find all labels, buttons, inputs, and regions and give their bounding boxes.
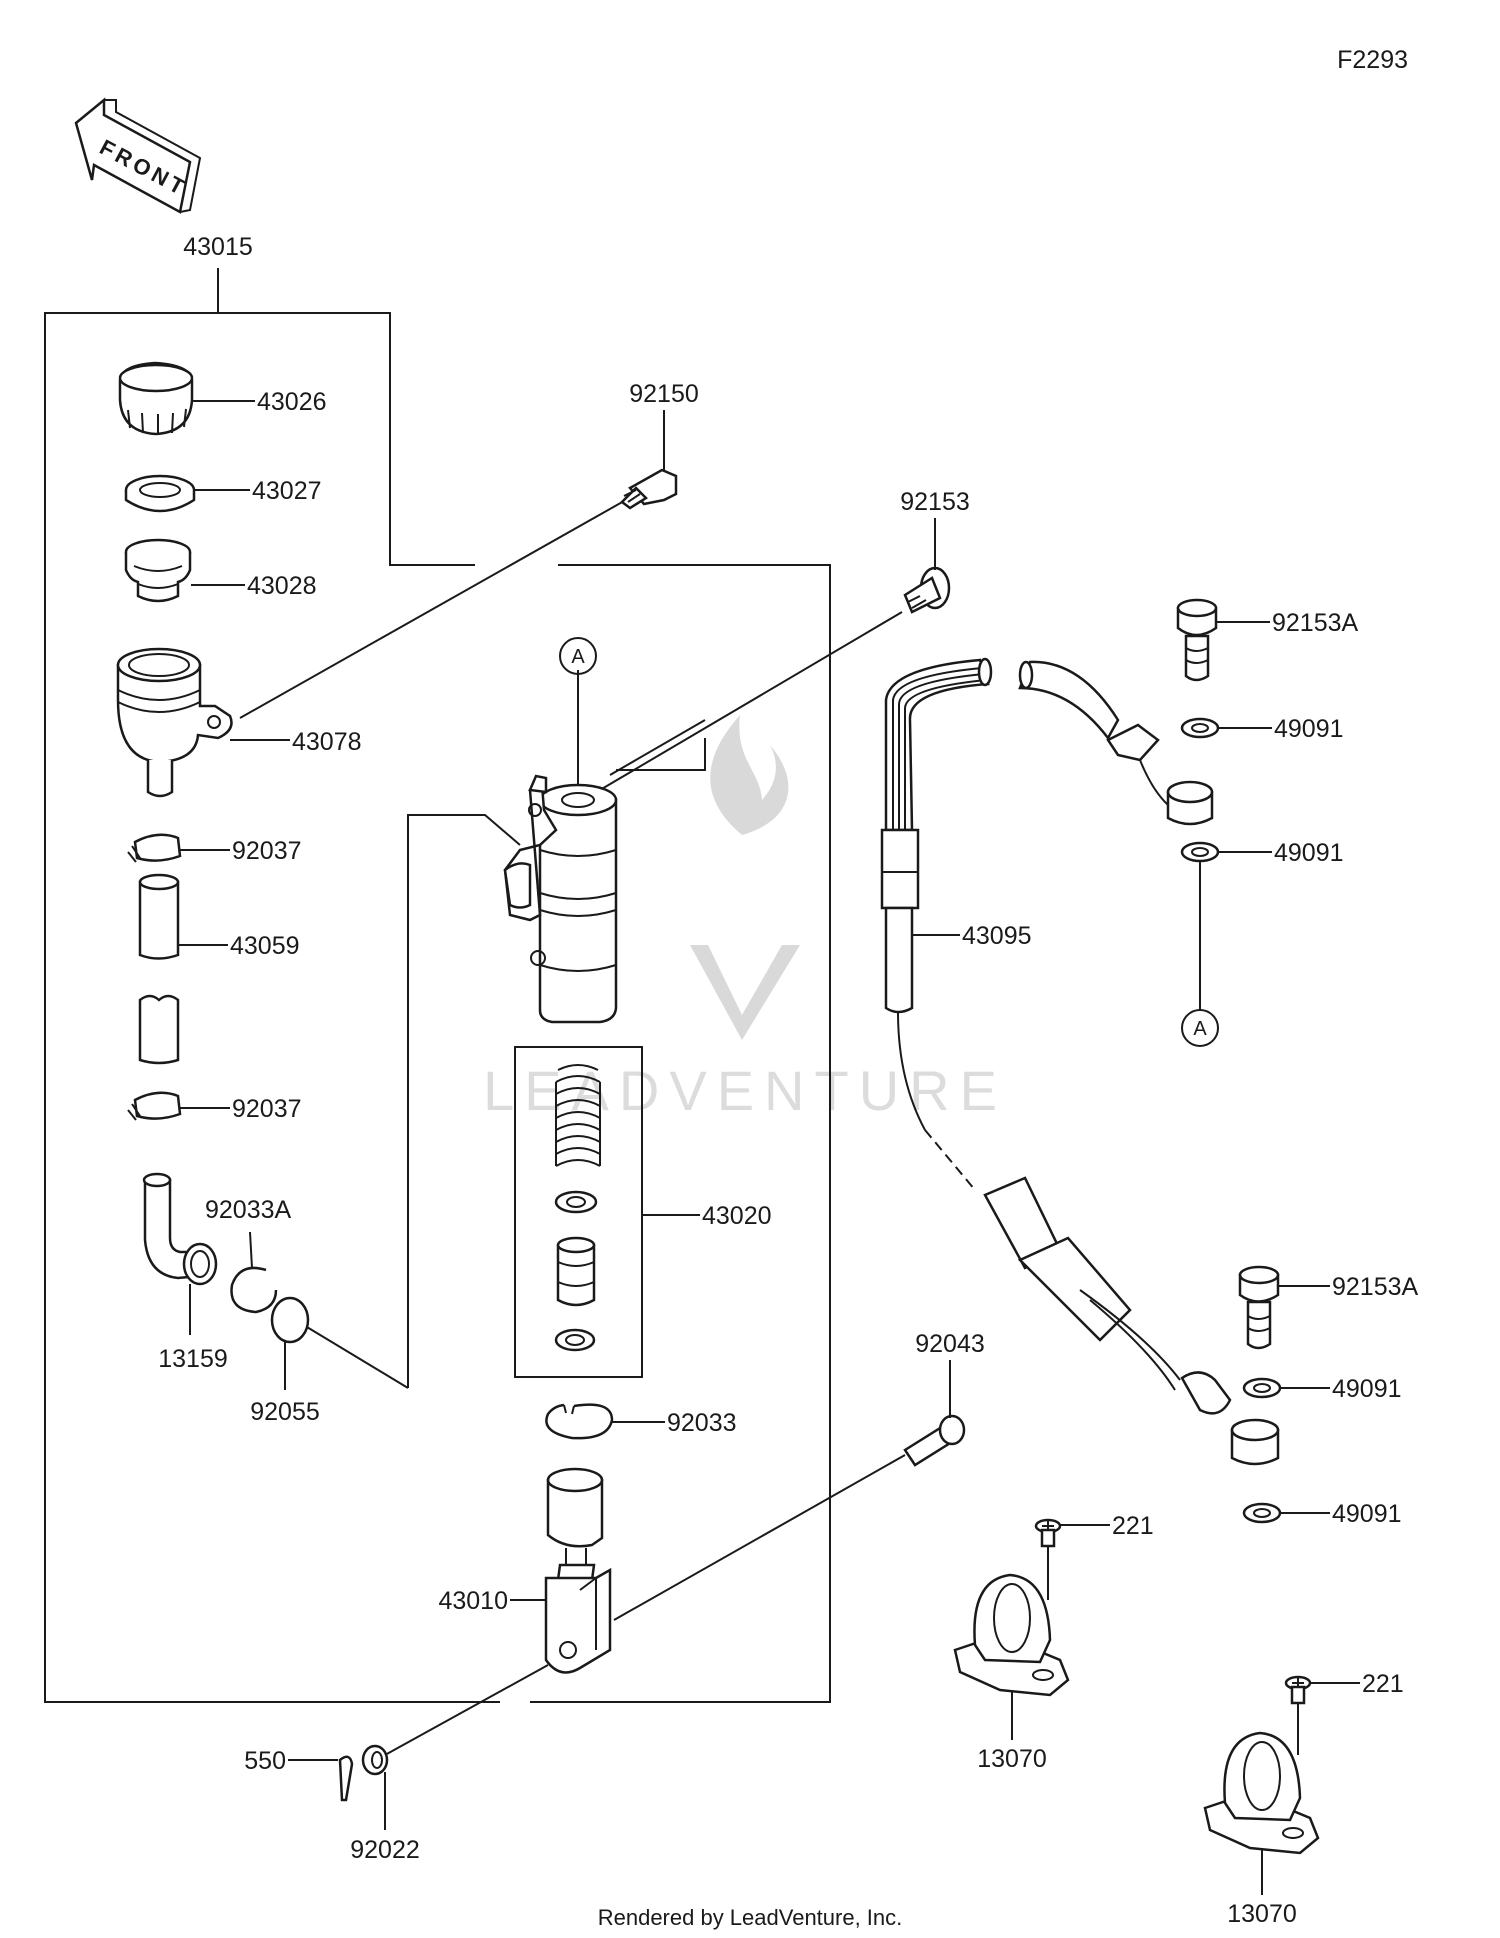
label-92153A-top: 92153A — [1272, 609, 1359, 637]
label-43026: 43026 — [257, 388, 327, 416]
label-43095: 43095 — [962, 922, 1032, 950]
label-49091-2: 49091 — [1274, 839, 1344, 867]
reference-marker-a-top-label: A — [571, 646, 585, 668]
circlip — [545, 1403, 665, 1440]
piston-spring — [555, 1064, 601, 1167]
circlip-small — [230, 1231, 278, 1314]
label-49091-3: 49091 — [1332, 1375, 1402, 1403]
reference-marker-a-right-label: A — [1193, 1018, 1207, 1040]
label-92022: 92022 — [350, 1836, 420, 1864]
label-92037-bottom: 92037 — [232, 1095, 302, 1123]
reference-marker-a-right: A — [1181, 1009, 1219, 1047]
label-92033: 92033 — [667, 1409, 737, 1437]
label-49091-1: 49091 — [1274, 715, 1344, 743]
washer-49091-bottom-1 — [1242, 1377, 1330, 1399]
label-13070-1: 13070 — [977, 1745, 1047, 1773]
reservoir-tank — [116, 491, 641, 798]
o-ring — [270, 1296, 310, 1390]
reservoir-cap — [118, 361, 255, 436]
piston-kit — [514, 1046, 700, 1378]
label-92150: 92150 — [629, 380, 699, 408]
master-cylinder-body — [503, 670, 706, 1024]
label-43010: 43010 — [438, 1587, 508, 1615]
assembly-frame — [44, 268, 831, 1703]
watermark-text: LEADVENTURE — [483, 1059, 1007, 1122]
label-13070-2: 13070 — [1227, 1900, 1297, 1928]
label-92037-top: 92037 — [232, 837, 302, 865]
banjo-bolt-bottom — [1238, 1265, 1330, 1350]
brake-hose — [880, 657, 1280, 1466]
hose-guide-1 — [953, 1518, 1110, 1740]
clevis-pin — [613, 1360, 966, 1621]
front-arrow-icon — [74, 97, 192, 214]
label-92043: 92043 — [915, 1330, 985, 1358]
reservoir-hose — [138, 873, 228, 1065]
watermark: LEADVENTURE — [483, 715, 1007, 1122]
diaphragm-plate — [124, 474, 250, 513]
label-221-2: 221 — [1362, 1670, 1404, 1698]
label-92153A-bottom: 92153A — [1332, 1273, 1419, 1301]
washer-49091-bottom-2 — [1242, 1502, 1330, 1524]
label-43059: 43059 — [230, 932, 300, 960]
front-arrow: FRONT — [74, 97, 202, 214]
hose-clamp-top — [127, 833, 230, 863]
elbow-fitting — [142, 1172, 218, 1335]
label-43015: 43015 — [183, 233, 253, 261]
part-labels: 43015 43026 43027 43028 43078 92037 4305… — [158, 233, 1418, 1928]
bolt-92150 — [620, 410, 678, 510]
label-49091-4: 49091 — [1332, 1500, 1402, 1528]
label-550: 550 — [244, 1747, 286, 1775]
label-13159: 13159 — [158, 1345, 228, 1373]
label-43028: 43028 — [247, 572, 317, 600]
washer-49091-top-1 — [1180, 717, 1272, 739]
hose-clamp-bottom — [127, 1091, 230, 1121]
washer-49091-top-2 — [1180, 841, 1272, 1010]
washer-92022 — [361, 1664, 549, 1830]
push-rod — [510, 1467, 612, 1674]
banjo-bolt-top — [1176, 598, 1270, 682]
cotter-pin — [288, 1755, 354, 1802]
label-221-1: 221 — [1112, 1512, 1154, 1540]
reference-marker-a-top: A — [559, 637, 597, 675]
bolt-92153 — [599, 518, 951, 791]
watermark-logo-chevron-icon — [690, 945, 800, 1040]
label-92033A: 92033A — [205, 1196, 292, 1224]
watermark-logo-icon — [710, 715, 789, 835]
label-92055: 92055 — [250, 1398, 320, 1426]
label-43027: 43027 — [252, 477, 322, 505]
diaphragm — [124, 538, 245, 603]
label-43078: 43078 — [292, 728, 362, 756]
label-43020: 43020 — [702, 1202, 772, 1230]
hose-guide-2 — [1203, 1675, 1360, 1895]
figure-code: F2293 — [1337, 46, 1408, 74]
label-92153: 92153 — [900, 488, 970, 516]
footer-credit: Rendered by LeadVenture, Inc. — [598, 1905, 903, 1930]
